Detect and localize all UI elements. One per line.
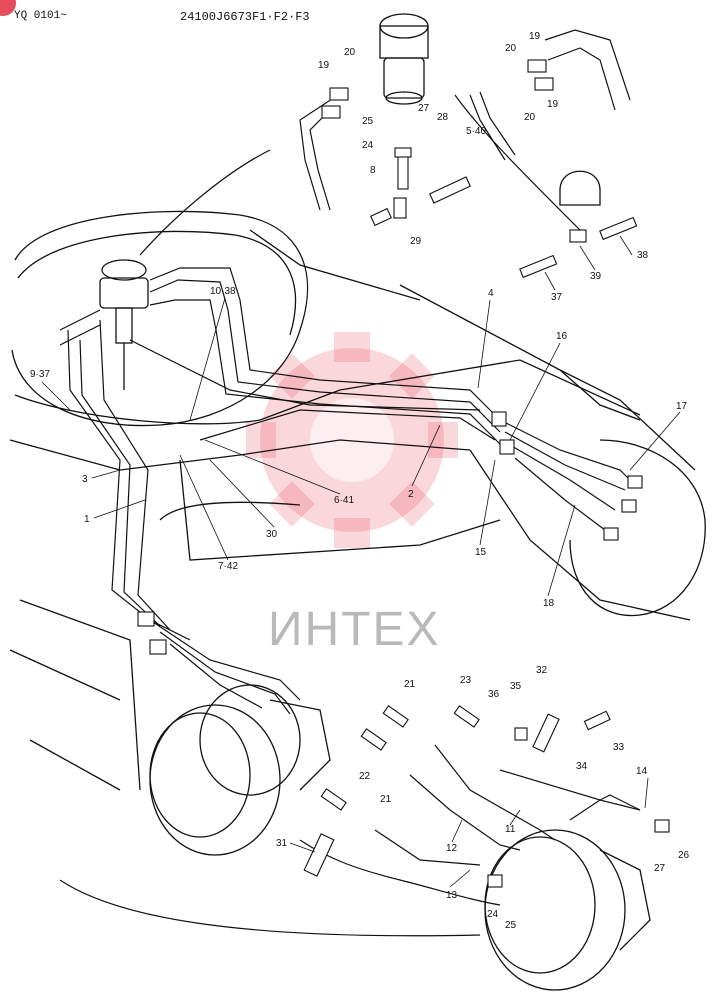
callout-20c: 20 xyxy=(524,112,536,123)
callout-38: 38 xyxy=(637,250,649,261)
watermark-text: ИНТЕХ xyxy=(268,603,441,656)
callout-14: 14 xyxy=(636,766,648,777)
callout-19b: 19 xyxy=(529,31,541,42)
callout-15: 15 xyxy=(475,547,487,558)
gear-watermark-hub xyxy=(310,398,394,482)
corner-badge xyxy=(0,0,16,16)
callout-18: 18 xyxy=(543,598,555,609)
callout-20a: 20 xyxy=(344,47,356,58)
callout-8: 8 xyxy=(370,165,376,176)
callout-4: 4 xyxy=(488,288,494,299)
callout-30: 30 xyxy=(266,529,278,540)
callout-28: 28 xyxy=(437,112,449,123)
callout-23: 23 xyxy=(460,675,472,686)
callout-11: 11 xyxy=(505,824,516,835)
callout-1: 1 xyxy=(84,514,90,525)
callout-21a: 21 xyxy=(404,679,416,690)
callout-22: 22 xyxy=(359,771,371,782)
callout-20b: 20 xyxy=(505,43,517,54)
callout-33: 33 xyxy=(613,742,625,753)
callout-labels: 1 2 3 4 5·40 6·41 7·42 8 9·37 10·38 11 1… xyxy=(30,31,690,931)
part-number-label: 24100J6673F1·F2·F3 xyxy=(180,10,310,24)
callout-21b: 21 xyxy=(380,794,392,805)
callout-36: 36 xyxy=(488,689,500,700)
callout-6-41: 6·41 xyxy=(334,495,354,506)
callout-35: 35 xyxy=(510,681,522,692)
callout-39: 39 xyxy=(590,271,602,282)
callout-27b: 27 xyxy=(654,863,666,874)
callout-25a: 25 xyxy=(362,116,374,127)
callout-29: 29 xyxy=(410,236,422,247)
callout-16: 16 xyxy=(556,331,568,342)
fittings xyxy=(137,59,670,888)
machine-body-outline xyxy=(9,13,706,991)
leader-lines xyxy=(41,235,681,888)
hose-routing xyxy=(59,29,641,937)
callout-26: 26 xyxy=(678,850,690,861)
callout-12: 12 xyxy=(446,843,458,854)
callout-13: 13 xyxy=(446,890,458,901)
callout-9-37: 9·37 xyxy=(30,369,50,380)
callout-34: 34 xyxy=(576,761,588,772)
callout-10-38: 10·38 xyxy=(210,286,236,297)
callout-25b: 25 xyxy=(505,920,517,931)
model-range-label: YQ 0101~ xyxy=(14,10,67,22)
callout-17: 17 xyxy=(676,401,688,412)
callout-3: 3 xyxy=(82,474,88,485)
callout-19a: 19 xyxy=(318,60,330,71)
callout-27a: 27 xyxy=(418,103,430,114)
callout-31: 31 xyxy=(276,838,288,849)
callout-5-40: 5·40 xyxy=(466,126,486,137)
callout-2: 2 xyxy=(408,489,414,500)
callout-24b: 24 xyxy=(487,909,499,920)
callout-37: 37 xyxy=(551,292,563,303)
callout-7-42: 7·42 xyxy=(218,561,238,572)
callout-32: 32 xyxy=(536,665,548,676)
callout-24a: 24 xyxy=(362,140,374,151)
callout-19c: 19 xyxy=(547,99,559,110)
